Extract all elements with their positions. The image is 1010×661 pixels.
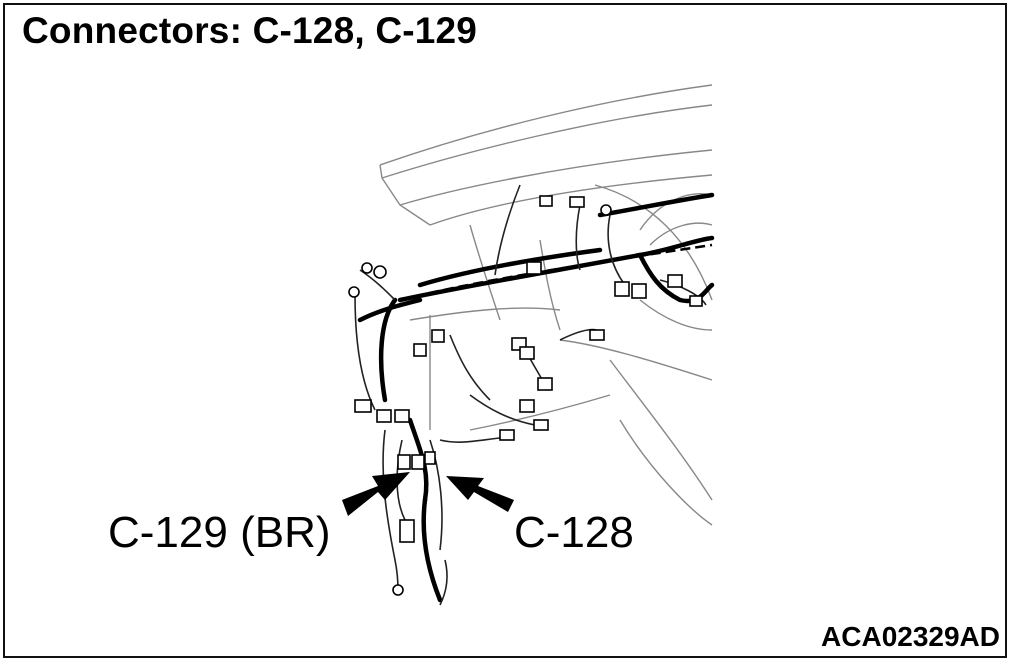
branch-wires	[354, 184, 707, 606]
dashboard-outline	[379, 84, 713, 526]
callout-label-c129: C-129 (BR)	[108, 508, 331, 557]
connectors	[354, 195, 703, 543]
ground-terminals	[348, 204, 612, 596]
callout-label-c128: C-128	[514, 508, 634, 557]
figure-code: ACA02329AD	[821, 621, 1000, 652]
arrow-right-icon	[446, 476, 514, 512]
page-title: Connectors: C-128, C-129	[22, 10, 478, 51]
main-harness	[357, 192, 715, 603]
figure-frame	[3, 3, 1007, 658]
arrow-left-icon	[342, 472, 410, 516]
